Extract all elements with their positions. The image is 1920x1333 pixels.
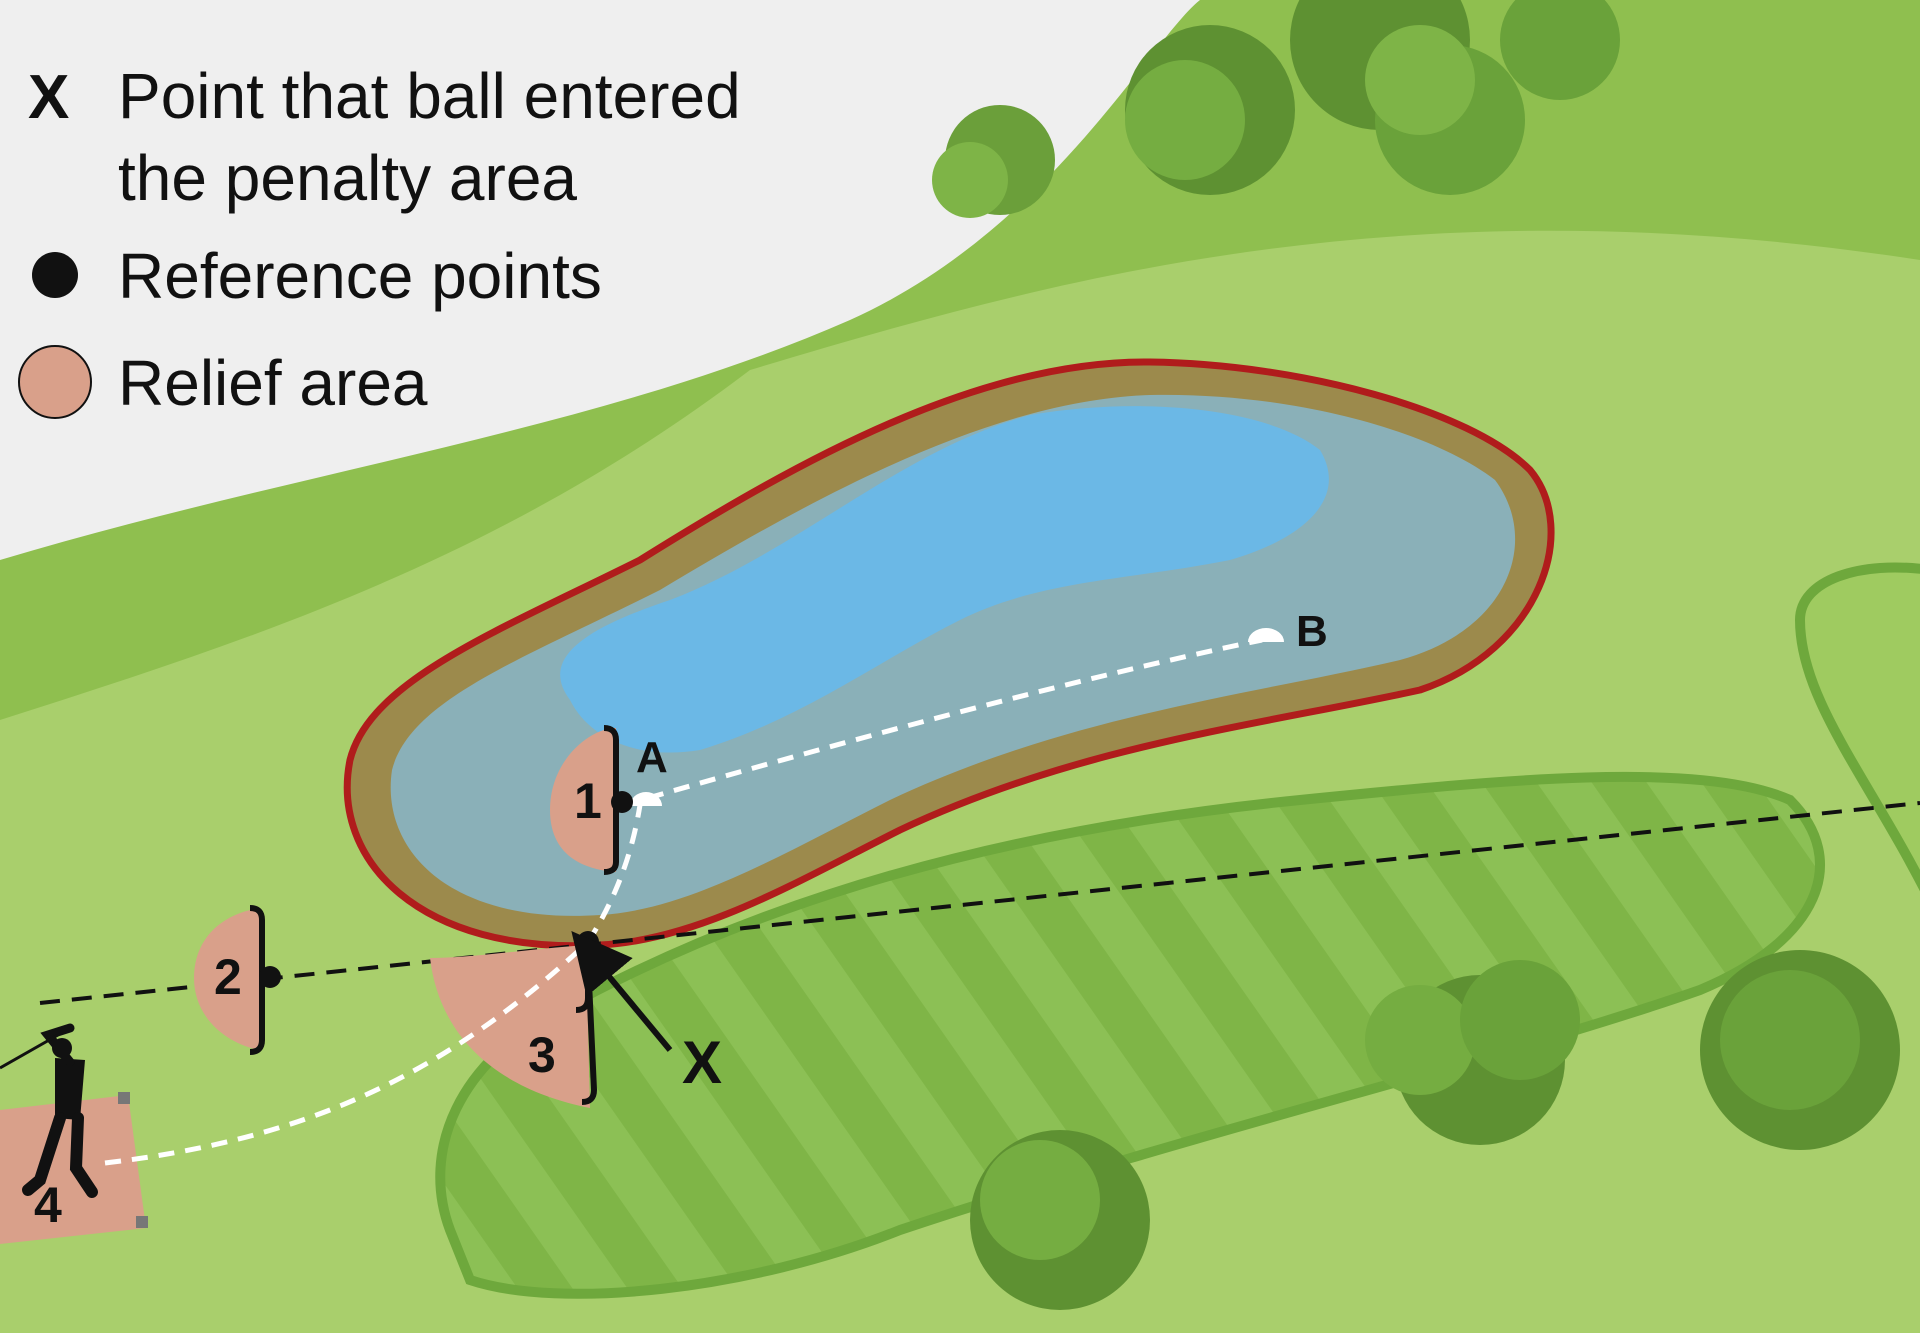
label-relief-4: 4 (34, 1177, 62, 1233)
deep-water (560, 406, 1329, 753)
reference-line (39, 801, 1920, 1005)
legend-x-symbol: X (28, 63, 69, 132)
legend-relief-swatch (18, 345, 92, 419)
relief-area-3 (430, 945, 590, 1108)
relief-area-1 (550, 728, 616, 872)
label-a: A (636, 733, 668, 782)
legend-x-text-line2: the penalty area (118, 142, 577, 214)
reference-point-1 (611, 791, 633, 813)
fairway (435, 771, 1825, 1299)
tree-group-top (932, 0, 1620, 218)
green-edge (1794, 562, 1920, 892)
relief-area-2 (194, 908, 260, 1050)
label-relief-3: 3 (528, 1027, 556, 1083)
label-x: X (682, 1029, 722, 1096)
legend-reference-text: Reference points (118, 240, 602, 312)
reference-point-2 (259, 966, 281, 988)
ball-a (630, 792, 662, 806)
label-relief-1: 1 (574, 773, 602, 829)
tee-marker (136, 1216, 148, 1228)
label-b: B (1296, 607, 1328, 656)
legend: X Point that ball entered the penalty ar… (18, 60, 741, 419)
tee-marker (118, 1092, 130, 1104)
tree-group-bottom (970, 950, 1900, 1310)
legend-relief-text: Relief area (118, 347, 428, 419)
ball-b (1248, 628, 1284, 642)
golfer-silhouette (0, 1023, 98, 1198)
legend-reference-dot (32, 252, 78, 298)
label-relief-2: 2 (214, 949, 242, 1005)
x-arrow (571, 931, 673, 1052)
legend-x-text-line1: Point that ball entered (118, 60, 741, 132)
reference-point-x (577, 931, 599, 953)
ball-paths (104, 637, 1263, 1166)
